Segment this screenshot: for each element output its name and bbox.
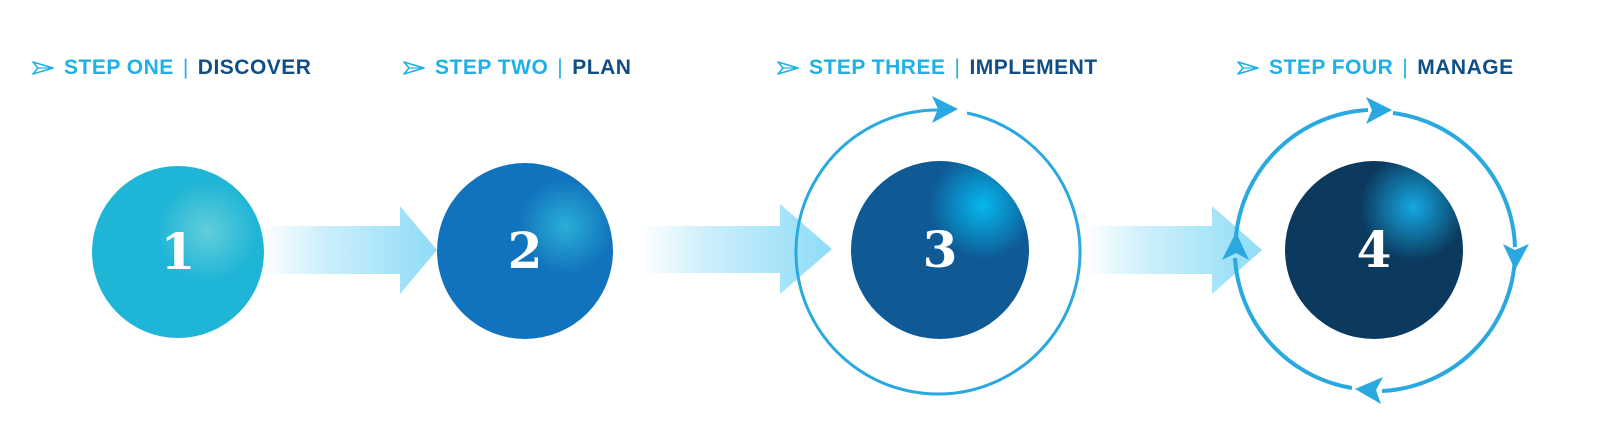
step-three-label: STEP THREE [809, 56, 946, 79]
step-one-number: 1 [161, 222, 196, 281]
cycle-arrows-icon [794, 96, 1082, 396]
step-three-circle [851, 161, 1029, 339]
step-two-heading: STEP TWO | PLAN [403, 56, 631, 80]
paper-plane-icon [777, 61, 799, 75]
paper-plane-icon [32, 61, 54, 75]
step-four-heading: STEP FOUR | MANAGE [1237, 56, 1514, 80]
step-two-label: STEP TWO [435, 56, 549, 79]
heading-separator: | [182, 56, 189, 79]
step-one-label: STEP ONE [64, 56, 174, 79]
heading-separator: | [1402, 56, 1409, 79]
step-three-number: 3 [923, 220, 958, 279]
arrow-step3-to-step4 [1085, 206, 1262, 294]
step-two-number: 2 [508, 221, 543, 280]
paper-plane-icon [403, 61, 425, 75]
paper-plane-icon [1237, 61, 1259, 75]
step-two-circle [437, 163, 613, 339]
cycle-arrows-icon [1222, 97, 1529, 404]
step-one-heading: STEP ONE | DISCOVER [32, 56, 311, 80]
arrow-step2-to-step3 [640, 204, 832, 294]
step-one-circle [92, 166, 264, 338]
step-one-name: DISCOVER [197, 56, 312, 79]
step-four-label: STEP FOUR [1269, 56, 1394, 79]
step-four-number: 4 [1357, 220, 1392, 279]
step-four-circle [1285, 161, 1463, 339]
heading-separator: | [954, 56, 961, 79]
step-three-name: IMPLEMENT [969, 56, 1098, 79]
step-three-heading: STEP THREE | IMPLEMENT [777, 56, 1098, 80]
step-two-name: PLAN [572, 56, 632, 79]
heading-separator: | [557, 56, 564, 79]
arrow-step1-to-step2 [262, 206, 437, 294]
step-four-name: MANAGE [1417, 56, 1514, 79]
